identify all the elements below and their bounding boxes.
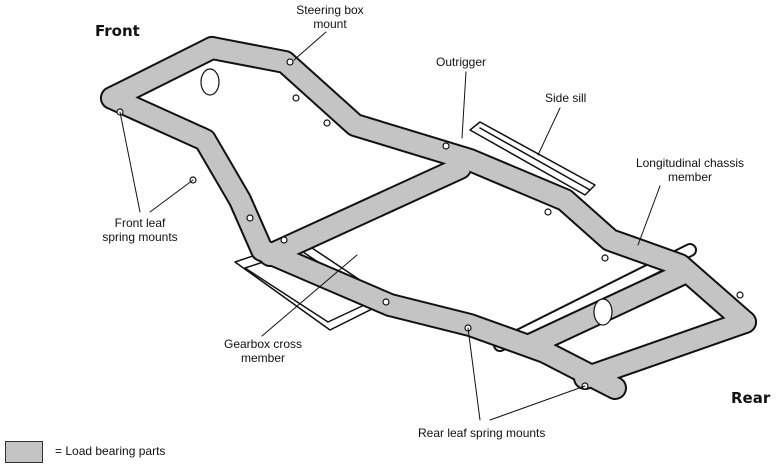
- rear-leaf-spring-label: Rear leaf spring mounts: [418, 426, 546, 440]
- front-label: Front: [95, 22, 140, 40]
- legend-swatch: [5, 441, 43, 463]
- label-line: member: [667, 170, 712, 184]
- steering-box-mount-label: Steering box mount: [290, 3, 370, 31]
- mount-holes: [116, 58, 744, 390]
- chassis-outline: [100, 36, 757, 400]
- leader-lines: [119, 31, 661, 421]
- label-line: Longitudinal chassis: [635, 156, 745, 170]
- label-line: member: [240, 351, 285, 365]
- label-line: Gearbox cross: [223, 337, 303, 351]
- outrigger-label: Outrigger: [436, 55, 487, 69]
- label-line: Front leaf: [114, 216, 166, 230]
- longitudinal-member-label: Longitudinal chassis member: [620, 156, 760, 184]
- side-sill-right: [469, 121, 596, 196]
- label-line: Steering box: [296, 3, 364, 17]
- rear-label: Rear: [731, 389, 771, 407]
- label-line: spring mounts: [102, 230, 178, 244]
- label-line: mount: [313, 17, 347, 31]
- load-bearing-parts: [102, 38, 755, 398]
- gearbox-cross-member-label: Gearbox cross member: [218, 337, 308, 365]
- legend-label: = Load bearing parts: [55, 444, 166, 458]
- side-sill-label: Side sill: [545, 91, 587, 105]
- front-leaf-spring-label: Front leaf spring mounts: [95, 216, 185, 244]
